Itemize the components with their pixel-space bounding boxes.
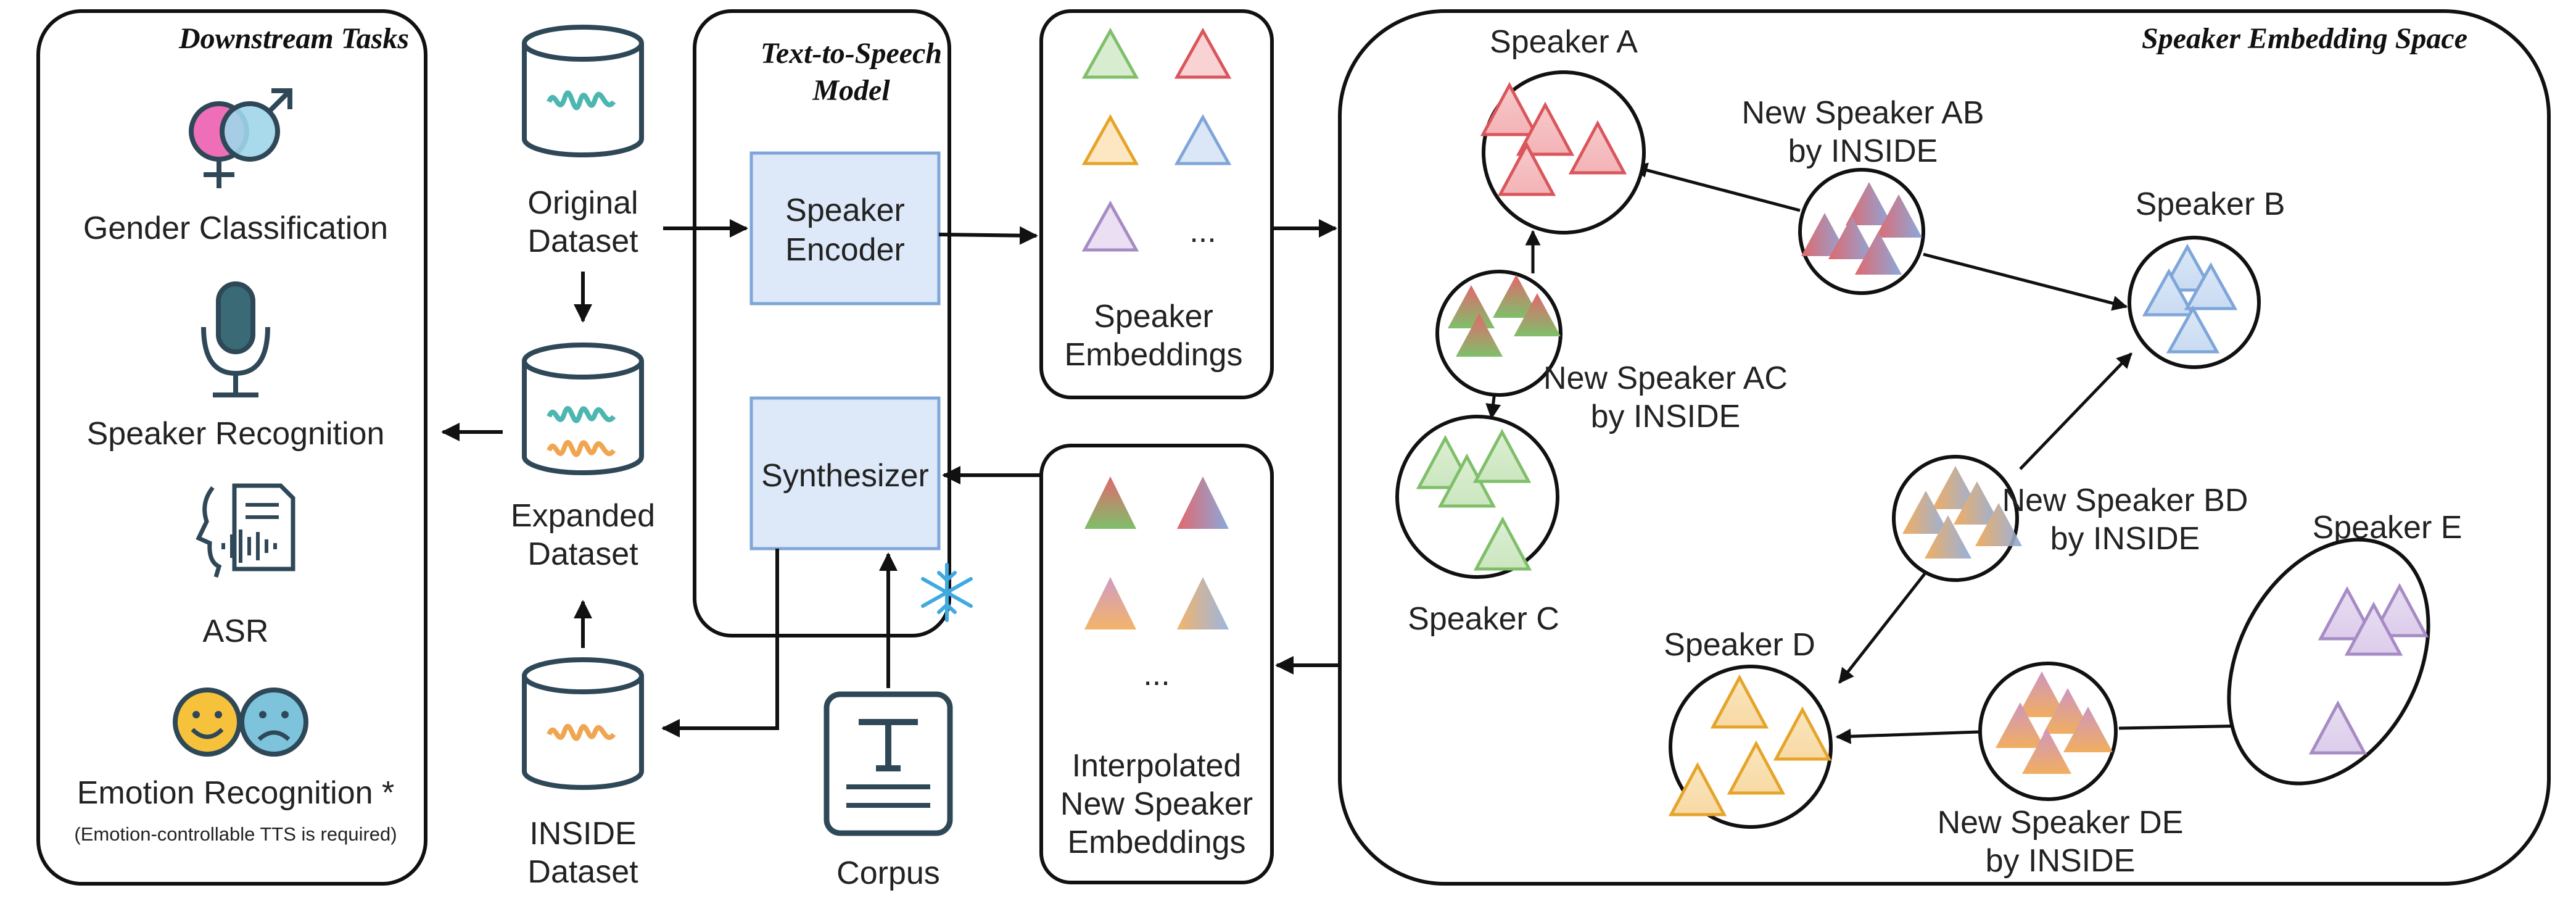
speaker-d-label: Speaker D <box>1664 627 1815 663</box>
interpolated-ac-triangle <box>1084 476 1136 529</box>
task-asr-label: ASR <box>203 613 269 649</box>
embeddings-ellipsis: ... <box>1189 214 1216 249</box>
new-bd-label-2: by INSIDE <box>2050 521 2200 557</box>
new-ab-label-2: by INSIDE <box>1788 133 1938 169</box>
speaker-e-cluster: Speaker E <box>2227 510 2462 786</box>
speaker-b-label: Speaker B <box>2136 186 2285 222</box>
speaker-embeddings-label-1: Speaker <box>1094 299 1213 334</box>
tts-title-1: Text-to-Speech <box>761 37 942 70</box>
speaker-encoder-label-1: Speaker <box>785 193 905 228</box>
speaker-a-label: Speaker A <box>1490 24 1638 60</box>
task-gender-label: Gender Classification <box>83 210 388 246</box>
embedding-space-title: Speaker Embedding Space <box>2142 22 2467 55</box>
emotion-icon <box>173 687 308 757</box>
synthesizer-label: Synthesizer <box>761 458 929 494</box>
downstream-title: Downstream Tasks <box>178 22 409 55</box>
speaker-e-label: Speaker E <box>2313 510 2462 546</box>
synthesizer-block <box>749 396 941 550</box>
new-ac-label-2: by INSIDE <box>1591 399 1741 434</box>
corpus: Corpus <box>824 691 953 891</box>
interpolated-label-1: Interpolated <box>1072 748 1242 784</box>
embedding-e-triangle <box>1081 200 1139 252</box>
expanded-dataset: Expanded Dataset <box>511 343 655 572</box>
interpolation-arrows <box>1485 162 2252 744</box>
synthesizer-to-inside-arrow <box>661 549 779 737</box>
teal-waveform <box>547 90 616 110</box>
inside-dataset: INSIDE Dataset <box>522 657 644 890</box>
speaker-b-cluster: Speaker B <box>2128 186 2285 369</box>
asr-icon <box>196 483 295 578</box>
new-de-label-1: New Speaker DE <box>1938 805 2184 841</box>
teal-waveform <box>547 406 616 423</box>
microphone-icon <box>201 281 270 397</box>
inside-dataset-label-1: INSIDE <box>529 816 636 852</box>
tts-model-box: Text-to-Speech Model Speaker Encoder Syn… <box>693 9 973 638</box>
embedding-c-triangle <box>1081 27 1139 79</box>
interpolated-ab-triangle <box>1177 476 1229 529</box>
speaker-embeddings-label-2: Embeddings <box>1064 337 1242 373</box>
speaker-embedding-space-panel: Speaker Embedding Space Speaker A <box>1338 9 2551 886</box>
speaker-encoder-label-2: Encoder <box>785 232 905 268</box>
pipeline-arrows <box>441 219 1340 737</box>
speaker-c-label: Speaker C <box>1408 601 1559 637</box>
interpolated-bd-triangle <box>1177 577 1229 629</box>
encoder-to-embeddings-arrow <box>938 226 1038 245</box>
new-speaker-ab-cluster: New Speaker AB by INSIDE <box>1741 95 1984 295</box>
new-speaker-bd-cluster: New Speaker BD by INSIDE <box>1892 455 2248 582</box>
interpolated-label-3: Embeddings <box>1067 824 1245 860</box>
new-ab-label-1: New Speaker AB <box>1741 95 1984 131</box>
embedding-b-triangle <box>1174 114 1232 165</box>
expanded-dataset-label-2: Dataset <box>527 536 638 572</box>
snowflake-icon <box>921 563 973 622</box>
text-document-icon <box>824 691 953 836</box>
orange-waveform <box>547 724 616 741</box>
embedding-a-triangle <box>1174 27 1232 79</box>
task-speaker-recognition-label: Speaker Recognition <box>87 416 385 452</box>
expanded-dataset-label-1: Expanded <box>511 498 655 534</box>
new-speaker-de-cluster: New Speaker DE by INSIDE <box>1938 662 2184 879</box>
database-icon <box>522 25 644 157</box>
orange-waveform <box>547 440 616 457</box>
new-ac-label-1: New Speaker AC <box>1543 360 1788 396</box>
database-icon <box>522 657 644 790</box>
emotion-footnote: (Emotion-controllable TTS is required) <box>74 823 397 845</box>
original-dataset-label-1: Original <box>527 185 638 221</box>
embedding-d-triangle <box>1081 114 1139 165</box>
speaker-d-cluster: Speaker D <box>1664 627 1833 829</box>
tts-title-2: Model <box>812 74 890 107</box>
original-dataset-label-2: Dataset <box>527 223 638 259</box>
speaker-c-cluster: Speaker C <box>1395 415 1559 637</box>
speaker-a-cluster: Speaker A <box>1480 24 1646 235</box>
interpolated-ellipsis: ... <box>1143 657 1170 692</box>
new-de-label-2: by INSIDE <box>1986 843 2136 879</box>
new-speaker-ac-cluster: New Speaker AC by INSIDE <box>1435 270 1788 434</box>
original-dataset: Original Dataset <box>522 25 644 259</box>
speaker-embeddings-box: ... Speaker Embeddings <box>1039 9 1274 399</box>
gender-icon <box>189 88 292 188</box>
downstream-tasks-panel: Downstream Tasks Gender Classification S… <box>36 9 427 886</box>
interpolated-de-triangle <box>1084 577 1136 629</box>
task-emotion-label: Emotion Recognition * <box>77 775 395 811</box>
interpolated-embeddings-box: ... Interpolated New Speaker Embeddings <box>1039 444 1274 884</box>
database-icon <box>522 343 644 475</box>
inside-dataset-label-2: Dataset <box>527 854 638 890</box>
interpolated-label-2: New Speaker <box>1060 786 1253 822</box>
speaker-encoder-block <box>749 151 941 305</box>
new-bd-label-1: New Speaker BD <box>2002 483 2248 518</box>
corpus-label: Corpus <box>836 855 940 891</box>
